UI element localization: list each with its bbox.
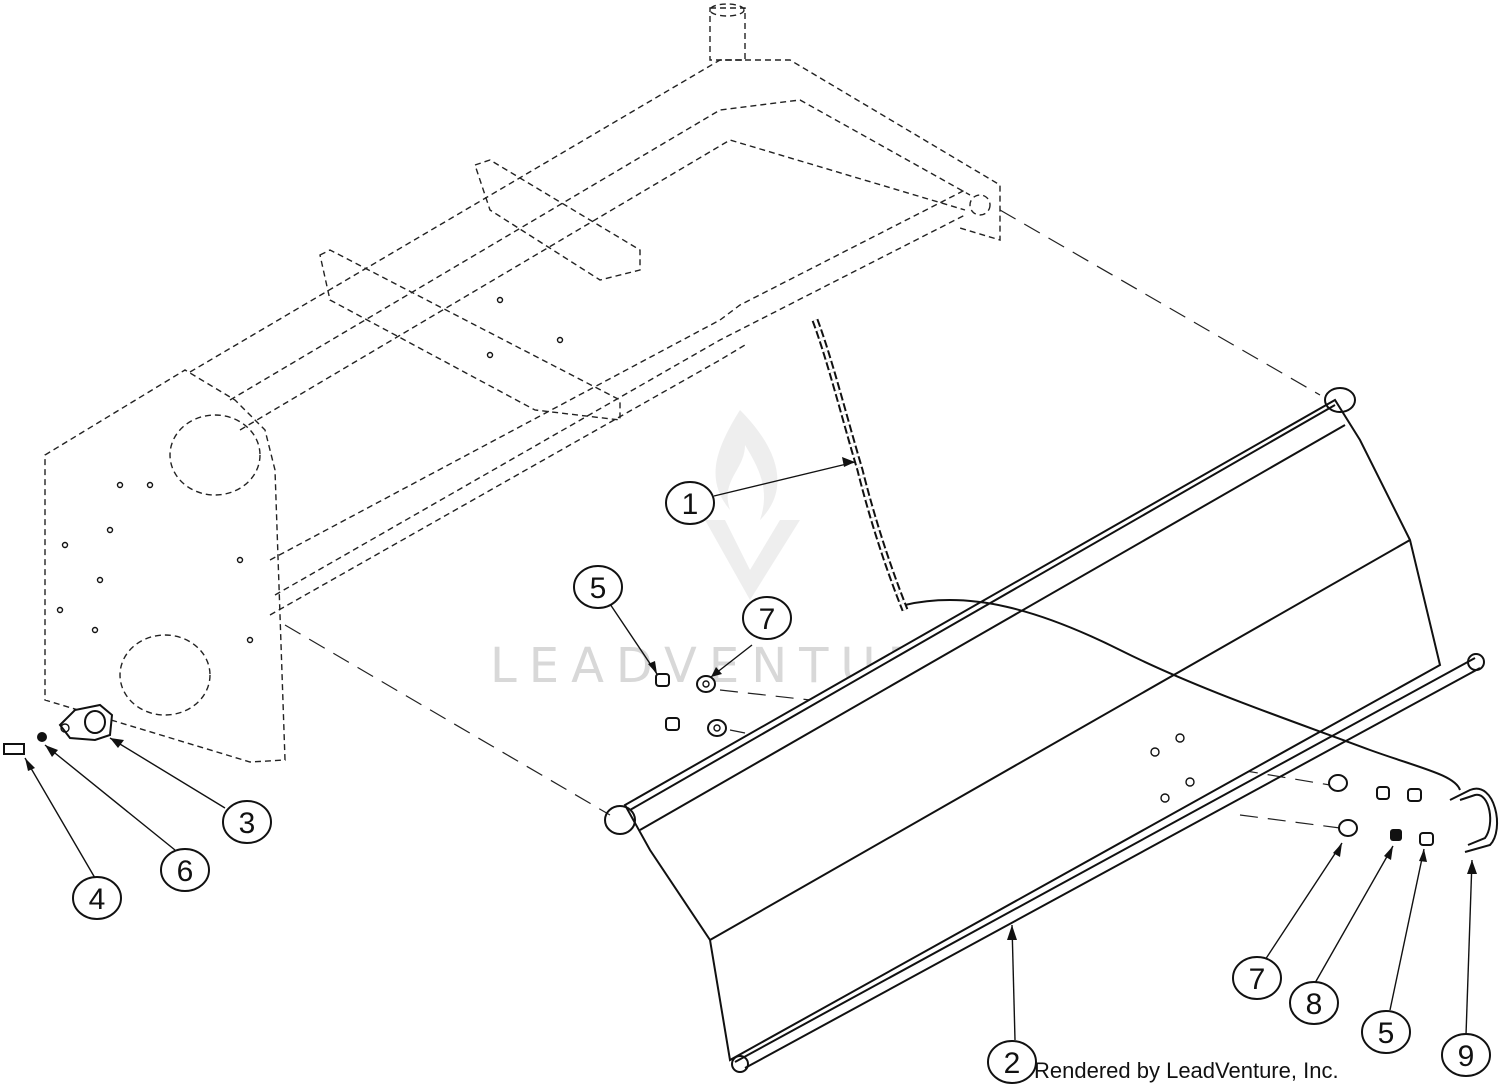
callout-5-right: 5 [1361, 1010, 1411, 1054]
callout-9: 9 [1441, 1033, 1491, 1077]
leader-lines [24, 457, 1477, 1041]
lock-washer-left [37, 732, 47, 742]
tiller-frame-dashed [44, 3, 1001, 763]
bolt [3, 743, 25, 755]
callout-6: 6 [160, 848, 210, 892]
hex-nut-upper-left [655, 673, 670, 687]
callout-5-right-label: 5 [1378, 1017, 1395, 1050]
flat-washer-upper-left [696, 675, 716, 693]
callout-7-right: 7 [1232, 956, 1282, 1000]
callout-9-label: 9 [1458, 1040, 1475, 1073]
callout-3-label: 3 [239, 807, 256, 840]
callout-3: 3 [222, 800, 272, 844]
lock-washer-lower-right [1390, 829, 1402, 841]
callout-7-left-label: 7 [759, 603, 776, 636]
flat-washer-lower-right [1338, 819, 1358, 837]
alignment-lines [284, 209, 1341, 829]
hex-nut-upper-right [1407, 788, 1422, 802]
rear-flap-shield [604, 387, 1485, 1073]
callout-7-left: 7 [742, 596, 792, 640]
callout-5-left: 5 [573, 565, 623, 609]
callout-7-right-label: 7 [1249, 963, 1266, 996]
flat-washer-upper-right [1328, 774, 1348, 792]
chain [811, 318, 909, 612]
callout-8-label: 8 [1306, 988, 1323, 1021]
s-hook [1449, 787, 1499, 853]
callout-1: 1 [665, 481, 715, 525]
render-credit: Rendered by LeadVenture, Inc. [1034, 1058, 1339, 1083]
hex-nut-lower-right [1419, 832, 1434, 846]
hex-nut-lower-left [665, 717, 680, 731]
flat-washer-lower-left [707, 719, 727, 737]
callout-4: 4 [72, 876, 122, 920]
callout-6-label: 6 [177, 855, 194, 888]
callout-8: 8 [1289, 981, 1339, 1025]
callout-5-left-label: 5 [590, 572, 607, 605]
callout-2: 2 [987, 1040, 1037, 1084]
callout-4-label: 4 [89, 883, 106, 916]
hardware [3, 673, 1499, 853]
callout-2-label: 2 [1004, 1047, 1021, 1080]
callout-1-label: 1 [682, 488, 699, 521]
lock-washer-upper-right [1376, 786, 1390, 800]
watermark-logo-icon [705, 410, 800, 600]
